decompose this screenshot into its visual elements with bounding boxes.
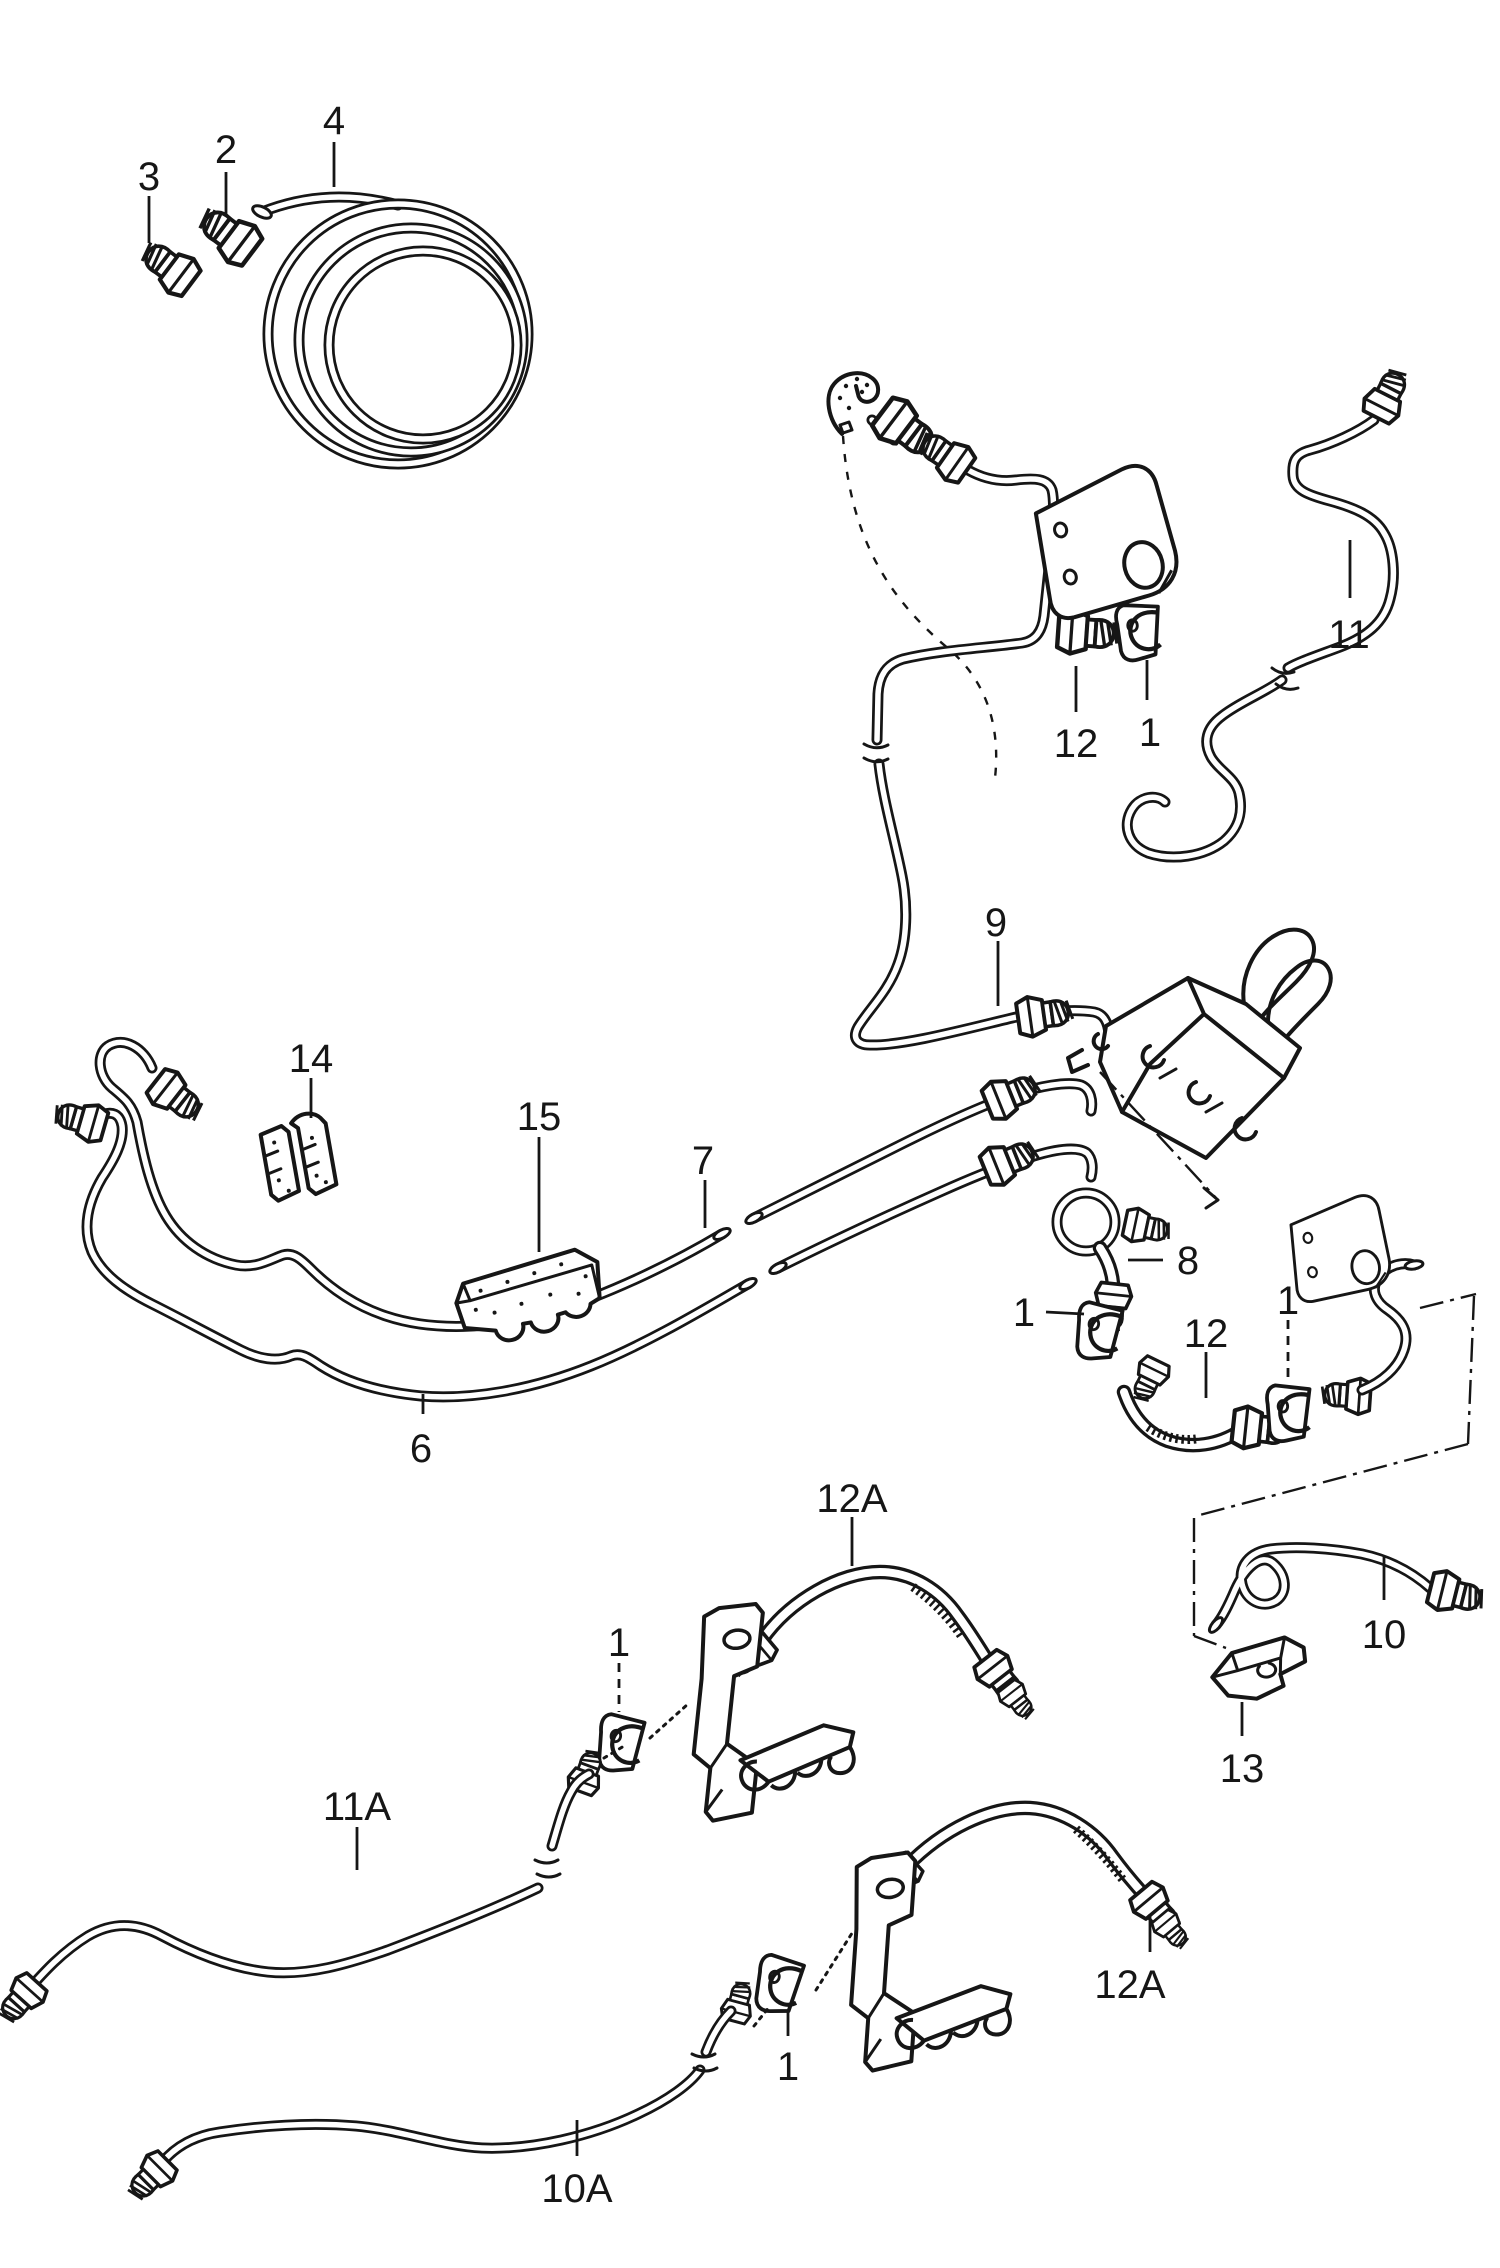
pipe-10	[1207, 1542, 1490, 1634]
pipe-11-end-fitting	[1357, 361, 1419, 428]
clip-1-lower-left	[595, 1713, 645, 1774]
callout-1-midright: 1	[1277, 1279, 1299, 1323]
callout-15: 15	[517, 1095, 562, 1139]
upper-right-pipe-assembly	[826, 371, 1187, 779]
pipe-7-union	[977, 1063, 1047, 1126]
callout-1-midleft: 1	[1013, 1291, 1035, 1335]
clip-13	[1210, 1635, 1308, 1701]
clip-1-upper	[1115, 603, 1161, 662]
pipes-6-and-7	[47, 1036, 1098, 1403]
callout-7: 7	[692, 1139, 714, 1183]
callout-12a-lower: 12A	[1094, 1963, 1165, 2007]
callout-6: 6	[410, 1427, 432, 1471]
perforated-flag-bracket	[826, 371, 881, 436]
pipe-10a	[118, 2005, 737, 2210]
clip-1-bottom	[752, 1953, 805, 2016]
callout-10: 10	[1362, 1613, 1407, 1657]
callout-11a: 11A	[323, 1785, 392, 1829]
callout-8: 8	[1177, 1239, 1199, 1283]
callout-12a-upper: 12A	[816, 1477, 887, 1521]
clip-1-mid-right	[1267, 1385, 1309, 1441]
callout-4: 4	[323, 99, 345, 143]
part-4-coiled-pipe	[251, 191, 534, 470]
pipe-10-fitting	[1423, 1566, 1490, 1623]
pipe-9	[850, 742, 1116, 1066]
mounting-bracket	[1066, 927, 1333, 1160]
clamp-15	[454, 1247, 602, 1343]
pipe-6-end-fitting	[47, 1092, 112, 1147]
clip-1-mid-left	[1073, 1301, 1123, 1362]
hose-12a-lower-assembly	[717, 1800, 1197, 2076]
z-bracket-lower	[840, 1847, 928, 2076]
part-3-fitting	[133, 232, 204, 300]
callout-12-mid: 12	[1184, 1312, 1229, 1356]
callout-1-lowleft: 1	[608, 1621, 630, 1665]
hose-12a-upper-assembly	[563, 1564, 1042, 1827]
clip-14	[258, 1111, 339, 1203]
pipe-11	[1121, 361, 1419, 863]
callout-11: 11	[1328, 613, 1370, 657]
callout-2: 2	[215, 128, 237, 172]
pipe-11a	[0, 1768, 595, 2032]
callout-9: 9	[985, 901, 1007, 945]
pipe-9-fitting	[1013, 989, 1077, 1041]
zone-outline	[1099, 1071, 1477, 1650]
callout-1-upper: 1	[1139, 711, 1161, 755]
callout-3: 3	[138, 155, 160, 199]
callout-labels: 3 2 4 11 12 1 9 14 15 7 6 8 1 12 1 10 13…	[138, 99, 1406, 2211]
callout-1-bottom: 1	[777, 2045, 799, 2089]
callout-leader-lines	[147, 142, 1386, 2156]
pipe-7-loop-fitting	[141, 1063, 213, 1132]
hose-8-assembly	[1051, 1187, 1176, 1336]
callout-10a: 10A	[541, 2167, 612, 2211]
callout-13: 13	[1220, 1747, 1265, 1791]
banjo-bolt	[1119, 1204, 1176, 1251]
bracket-plate-right	[1281, 1191, 1396, 1306]
union-fitting	[1318, 1373, 1374, 1417]
callout-14: 14	[289, 1037, 334, 1081]
callout-12-upper: 12	[1054, 722, 1099, 766]
pipe-6-union	[975, 1129, 1045, 1192]
